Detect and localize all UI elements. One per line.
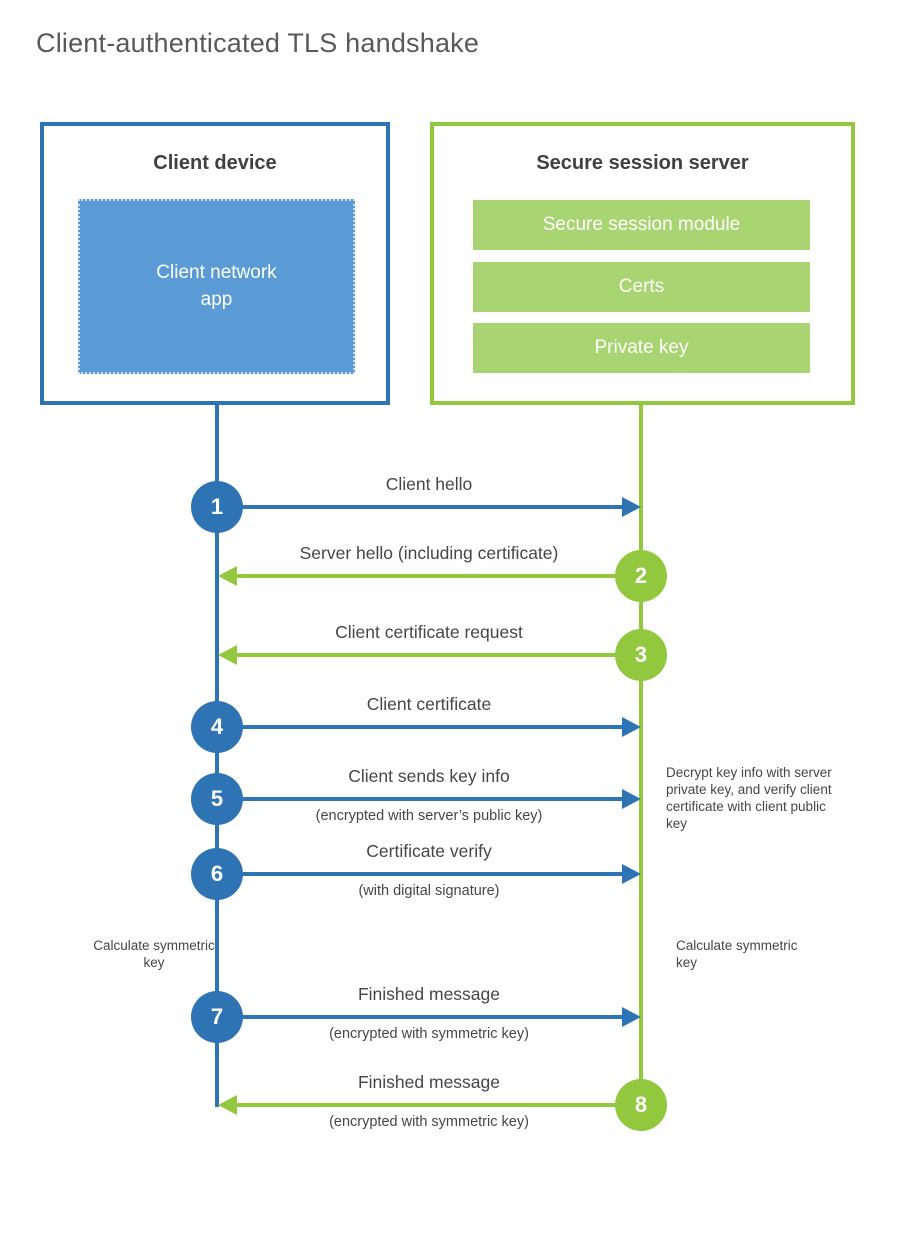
message-sublabel-step-8: (encrypted with symmetric key)	[329, 1114, 529, 1130]
page-title: Client-authenticated TLS handshake	[36, 28, 480, 58]
step-circle-5: 5	[191, 773, 243, 825]
message-label-step-1: Client hello	[385, 474, 473, 494]
arrowhead-right-icon	[622, 789, 641, 809]
step-circle-7: 7	[191, 991, 243, 1043]
step-circle-4: 4	[191, 701, 243, 753]
arrow-step-8	[237, 1103, 623, 1107]
arrowhead-right-icon	[622, 717, 641, 737]
server-module-secure-session: Secure session module	[473, 200, 810, 250]
secure-session-server-box: Secure session server Secure session mod…	[430, 122, 855, 405]
step-circle-8: 8	[615, 1079, 667, 1131]
decrypt-key-note: Decrypt key info with server private key…	[666, 765, 832, 831]
arrow-step-6	[217, 872, 622, 876]
calculate-symmetric-key-server-note: Calculate symmetric key	[676, 938, 798, 970]
client-device-title: Client device	[153, 152, 277, 174]
step-circle-3: 3	[615, 629, 667, 681]
step-circle-6: 6	[191, 848, 243, 900]
message-label-step-3: Client certificate request	[335, 622, 523, 642]
message-label-step-7: Finished message	[357, 984, 501, 1004]
arrow-step-3	[237, 653, 623, 657]
arrowhead-left-icon	[218, 566, 237, 586]
arrow-step-4	[217, 725, 622, 729]
server-module-certs: Certs	[473, 262, 810, 312]
message-label-step-4: Client certificate	[366, 694, 492, 714]
message-label-step-6: Certificate verify	[366, 841, 492, 861]
server-lifeline	[639, 405, 643, 1131]
arrow-step-1	[217, 505, 622, 509]
calculate-symmetric-key-client-note: Calculate symmetric key	[93, 938, 215, 970]
step-circle-1: 1	[191, 481, 243, 533]
step-circle-2: 2	[615, 550, 667, 602]
message-sublabel-step-5: (encrypted with server’s public key)	[315, 808, 543, 824]
client-device-box: Client device Client network app	[40, 122, 390, 405]
arrowhead-right-icon	[622, 1007, 641, 1027]
message-sublabel-step-6: (with digital signature)	[358, 883, 500, 899]
message-sublabel-step-7: (encrypted with symmetric key)	[329, 1026, 529, 1042]
secure-session-server-title: Secure session server	[536, 152, 749, 174]
client-network-app-box: Client network app	[78, 199, 355, 374]
arrow-step-2	[237, 574, 623, 578]
arrow-step-7	[217, 1015, 622, 1019]
arrowhead-right-icon	[622, 864, 641, 884]
message-label-step-2: Server hello (including certificate)	[299, 543, 559, 563]
arrow-step-5	[217, 797, 622, 801]
arrowhead-left-icon	[218, 645, 237, 665]
message-label-step-5: Client sends key info	[348, 766, 510, 786]
message-label-step-8: Finished message	[357, 1072, 501, 1092]
client-lifeline	[215, 405, 219, 1107]
arrowhead-right-icon	[622, 497, 641, 517]
arrowhead-left-icon	[218, 1095, 237, 1115]
server-module-private-key: Private key	[473, 323, 810, 373]
